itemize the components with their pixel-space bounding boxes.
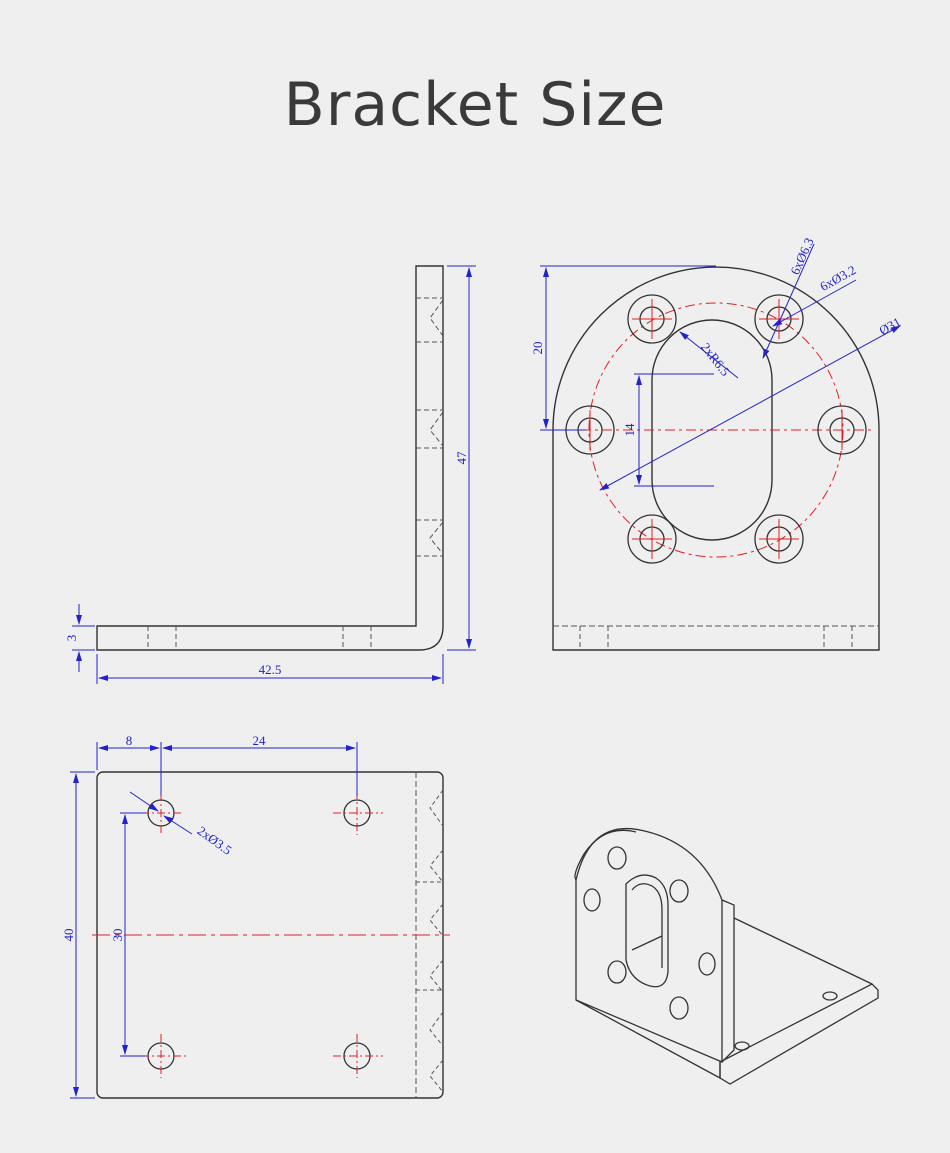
l-profile-outline	[96, 265, 444, 651]
dim-hole-small: 6xØ3.2	[817, 262, 858, 294]
side-view-hidden-lines	[147, 297, 444, 650]
iso-base-plate	[719, 983, 879, 1085]
dim-hole-large: 6xØ6.3	[787, 235, 816, 276]
side-view	[72, 265, 476, 684]
isometric-view	[574, 828, 879, 1085]
front-view-holes	[565, 294, 867, 564]
dim-height-to-center-20: 20	[530, 342, 545, 355]
iso-slot	[625, 874, 669, 988]
dim-height-47: 47	[454, 451, 469, 465]
iso-upright-plate	[575, 828, 723, 1063]
dim-pitch-circle: Ø31	[876, 314, 903, 338]
front-view	[540, 243, 901, 651]
dim-length-42-5: 42.5	[259, 662, 282, 677]
dim-hole-offset-8: 8	[126, 733, 133, 748]
dim-thickness-3: 3	[64, 635, 79, 642]
dim-hole-spacing-30: 30	[110, 929, 125, 942]
dim-slot-length-14: 14	[622, 423, 637, 437]
dim-width-40: 40	[61, 929, 76, 942]
plate-outline	[552, 266, 880, 651]
dim-hole-spacing-24: 24	[253, 733, 267, 748]
dim-plan-holes: 2xØ3.5	[195, 823, 235, 858]
dim-slot-radius: 2xR6.5	[698, 340, 733, 379]
page-title: Bracket Size	[283, 70, 667, 140]
plan-view	[70, 742, 450, 1099]
